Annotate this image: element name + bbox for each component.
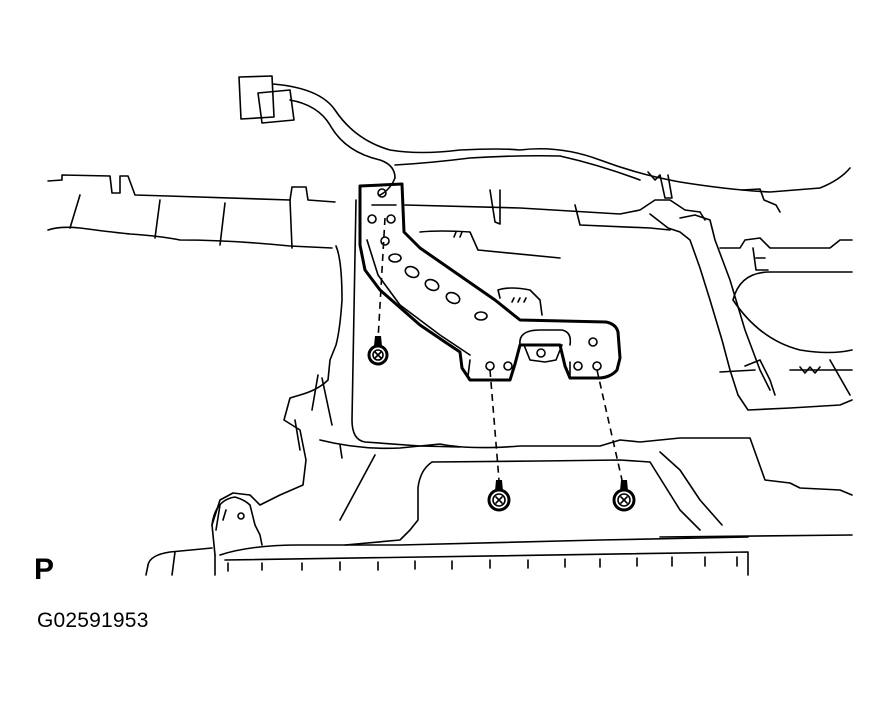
bracket-hole (588, 337, 598, 347)
harness-connector-2 (257, 89, 295, 124)
wire-harness (238, 75, 851, 213)
screw-icon (487, 488, 511, 512)
bracket-hole (404, 265, 420, 279)
bracket-hole (377, 188, 387, 198)
bracket-hole (485, 361, 495, 371)
screw-icon (612, 488, 636, 512)
dash-frame-upper (47, 174, 701, 556)
clip-mark (453, 231, 463, 238)
bracket-hole (367, 214, 377, 224)
clip-mark (511, 297, 527, 303)
bracket-hole (380, 236, 390, 246)
reinforcement-bracket (358, 182, 622, 382)
screw-center (487, 480, 511, 512)
bracket-hole (573, 361, 583, 371)
bracket-hole (424, 278, 440, 292)
screw-left (367, 336, 389, 366)
bracket-tab (497, 287, 543, 316)
clip-mark-right (799, 366, 821, 374)
bracket-hole (474, 311, 488, 321)
bracket-hole (445, 291, 461, 305)
bracket-hole (503, 361, 513, 371)
bracket-hole (536, 348, 546, 358)
lower-panel (145, 437, 853, 576)
stamp-mark (752, 247, 769, 271)
dash-frame-right (647, 171, 853, 411)
bracket-hole (386, 214, 396, 224)
fastener-guides (377, 217, 623, 481)
harness-connector-1 (238, 75, 275, 120)
view-label: P (34, 553, 55, 586)
screw-icon (367, 344, 389, 366)
bracket-hole (592, 361, 602, 371)
bracket-hole (388, 253, 402, 263)
screw-right (612, 480, 636, 512)
figure-id: G02591953 (37, 609, 149, 632)
